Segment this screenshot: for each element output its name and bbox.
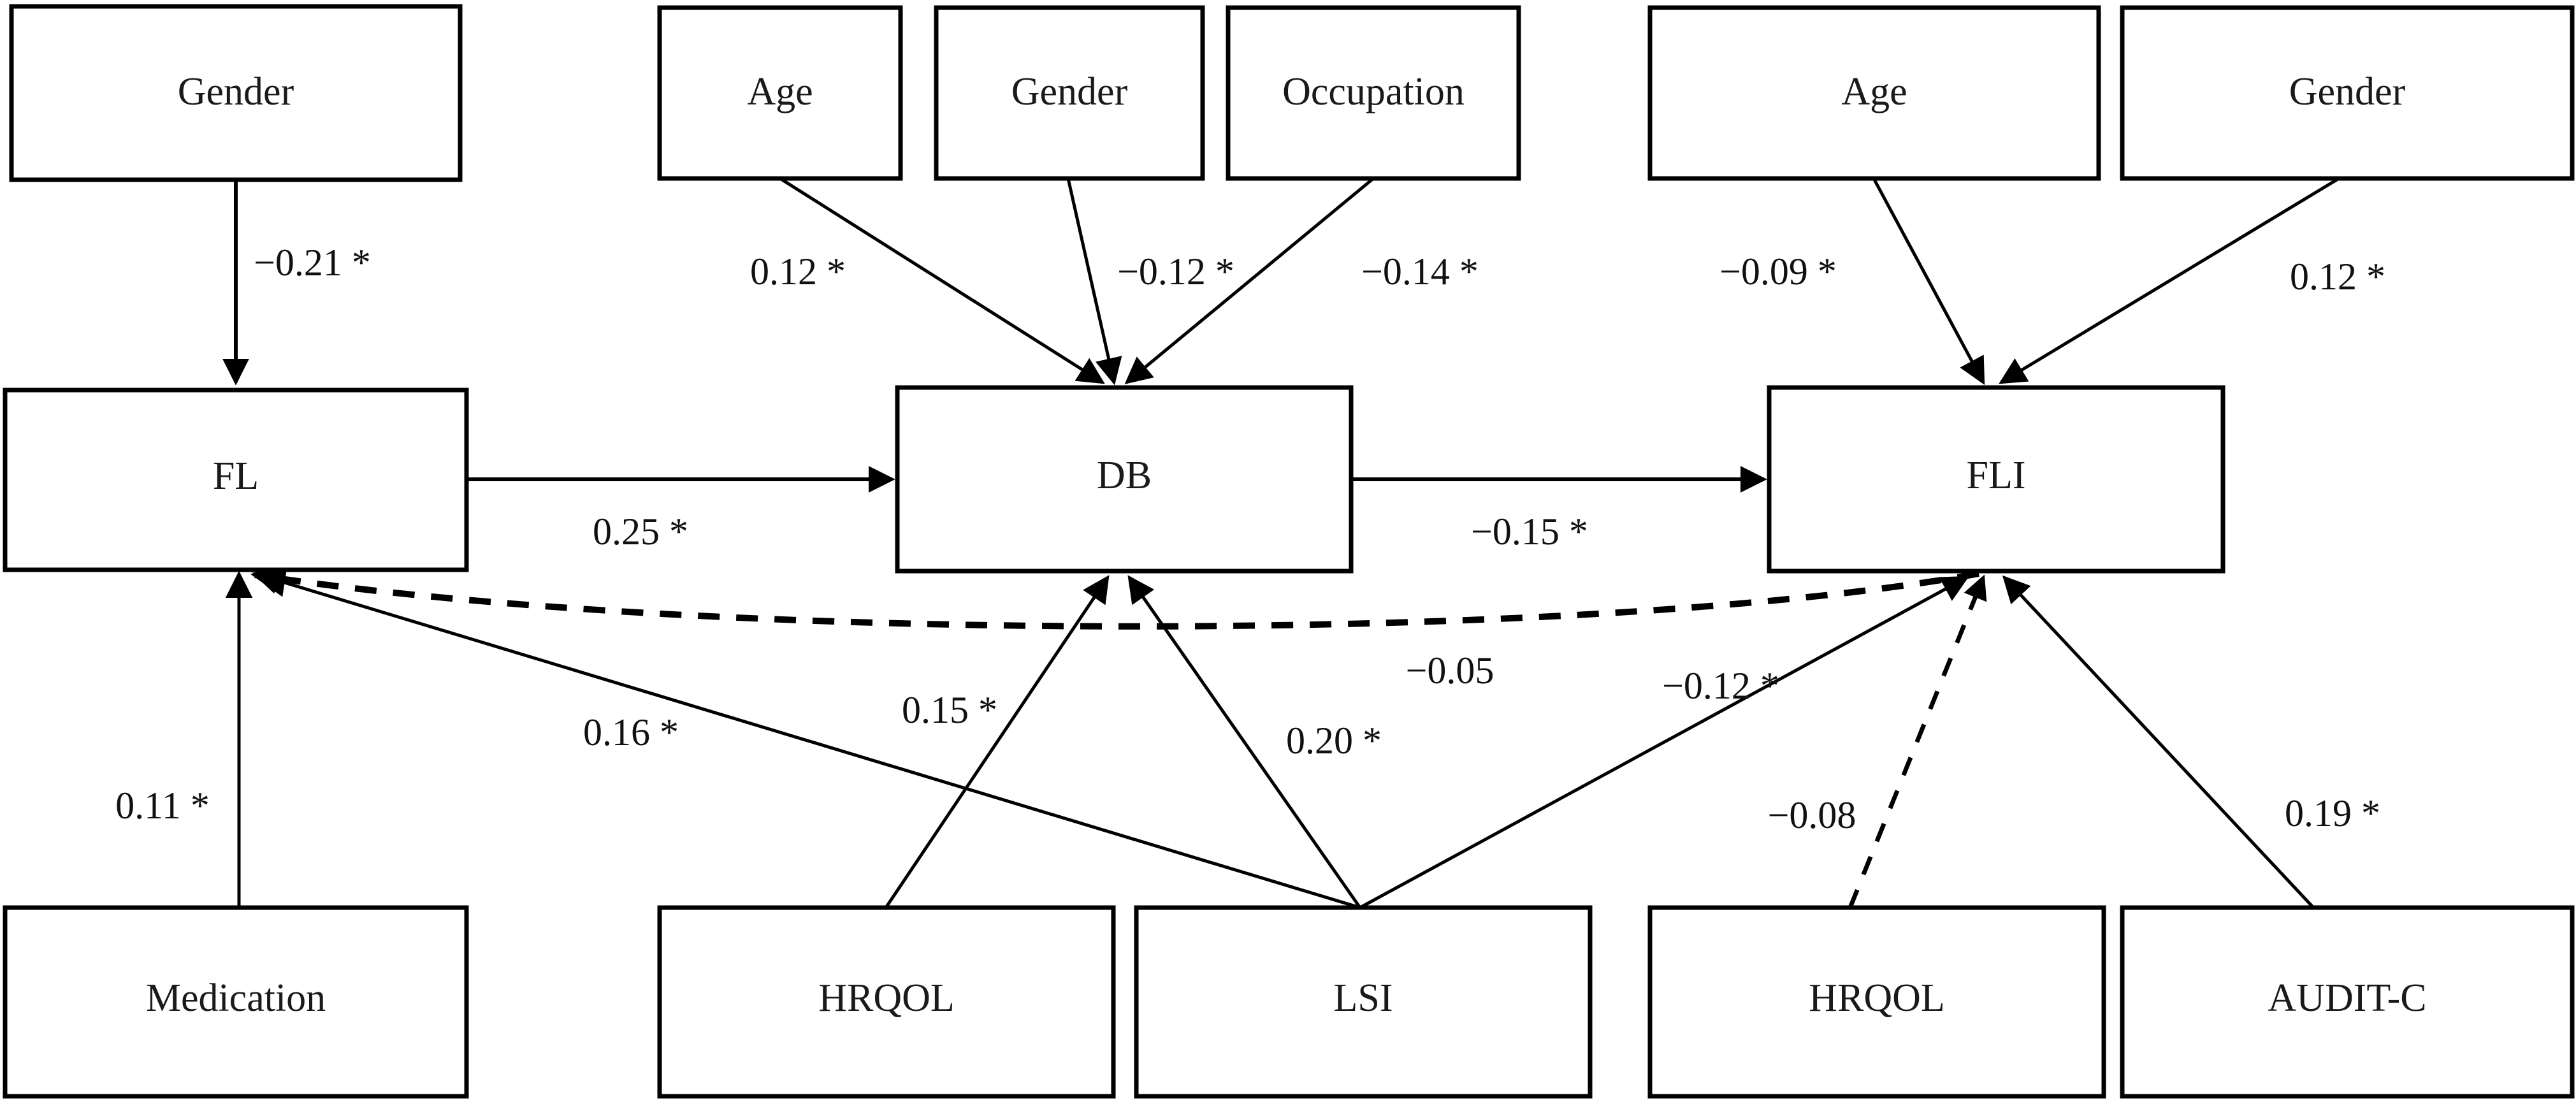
node-hrqol-fli[interactable]: HRQOL bbox=[1647, 905, 2106, 1099]
node-db[interactable]: DB bbox=[895, 385, 1354, 574]
node-label: Gender bbox=[1011, 70, 1128, 113]
node-label: Gender bbox=[178, 70, 294, 113]
edges-layer bbox=[222, 177, 2340, 910]
node-label: HRQOL bbox=[818, 976, 955, 1020]
edge-label-age-to-fli: −0.09 * bbox=[1719, 250, 1837, 293]
node-label: Medication bbox=[146, 976, 326, 1020]
edge-label-occupation-to-db: −0.14 * bbox=[1361, 250, 1479, 293]
node-label: FLI bbox=[1967, 454, 2026, 497]
edge-label-fli-to-fl-dashed: −0.05 bbox=[1406, 649, 1494, 692]
edge-labels-layer: −0.21 * 0.12 * −0.12 * −0.14 * −0.09 * 0… bbox=[115, 242, 2385, 836]
node-gender-db[interactable]: Gender bbox=[934, 5, 1205, 181]
edge-gender-to-fli bbox=[1999, 177, 2340, 384]
edge-age-to-db bbox=[779, 177, 1105, 384]
edge-label-gender-to-fli: 0.12 * bbox=[2290, 256, 2385, 298]
node-occupation-db[interactable]: Occupation bbox=[1226, 5, 1521, 181]
edge-label-auditc-to-fli: 0.19 * bbox=[2285, 792, 2380, 834]
edge-lsi-to-fl bbox=[252, 567, 1361, 910]
edge-auditc-to-fli bbox=[2002, 575, 2315, 909]
node-label: AUDIT-C bbox=[2268, 976, 2426, 1020]
node-label: LSI bbox=[1334, 976, 1393, 1020]
node-lsi[interactable]: LSI bbox=[1134, 905, 1593, 1099]
edge-fli-to-fl-dashed bbox=[250, 562, 1979, 630]
edge-label-gender-to-db: −0.12 * bbox=[1117, 250, 1234, 293]
edge-hrqol-to-fli-dashed bbox=[1848, 574, 1987, 909]
edge-label-fl-to-db: 0.25 * bbox=[593, 511, 688, 553]
edge-hrqol-to-db bbox=[884, 575, 1110, 909]
node-label: HRQOL bbox=[1809, 976, 1945, 1020]
node-fl[interactable]: FL bbox=[3, 388, 469, 572]
edge-label-gender-to-fl: −0.21 * bbox=[254, 242, 371, 284]
nodes-layer: Gender Age Gender Occupation Age Gender bbox=[3, 4, 2575, 1099]
edge-label-age-to-db: 0.12 * bbox=[750, 250, 846, 293]
edge-lsi-to-fli bbox=[1359, 576, 1969, 910]
node-hrqol-db[interactable]: HRQOL bbox=[657, 905, 1116, 1099]
edge-label-lsi-to-fl: 0.16 * bbox=[583, 711, 679, 753]
node-label: Age bbox=[747, 70, 813, 113]
node-gender-fl[interactable]: Gender bbox=[9, 4, 463, 182]
edge-label-hrqol-to-fli: −0.08 bbox=[1768, 794, 1856, 836]
edge-age-to-fli bbox=[1872, 177, 1985, 385]
node-fli[interactable]: FLI bbox=[1767, 385, 2225, 574]
edge-label-medication-to-fl: 0.11 * bbox=[115, 785, 210, 827]
node-label: Gender bbox=[2289, 70, 2406, 113]
edge-label-hrqol-to-db: 0.15 * bbox=[902, 689, 997, 731]
node-audit-c[interactable]: AUDIT-C bbox=[2120, 905, 2575, 1099]
edge-label-db-to-fli: −0.15 * bbox=[1471, 511, 1588, 553]
node-label: FL bbox=[213, 454, 259, 498]
node-label: Occupation bbox=[1282, 70, 1465, 113]
node-age-fli[interactable]: Age bbox=[1647, 5, 2101, 181]
edge-lsi-to-db bbox=[1127, 575, 1362, 909]
node-label: DB bbox=[1097, 454, 1152, 497]
node-gender-fli[interactable]: Gender bbox=[2120, 5, 2575, 181]
edge-occupation-to-db bbox=[1124, 177, 1375, 384]
node-medication[interactable]: Medication bbox=[3, 905, 469, 1099]
node-age-db[interactable]: Age bbox=[657, 5, 903, 181]
edge-gender-to-db bbox=[1066, 178, 1122, 386]
node-label: Age bbox=[1841, 70, 1907, 113]
edge-label-lsi-to-db: 0.20 * bbox=[1286, 720, 1382, 762]
edge-label-lsi-to-fli: −0.12 * bbox=[1662, 665, 1779, 707]
